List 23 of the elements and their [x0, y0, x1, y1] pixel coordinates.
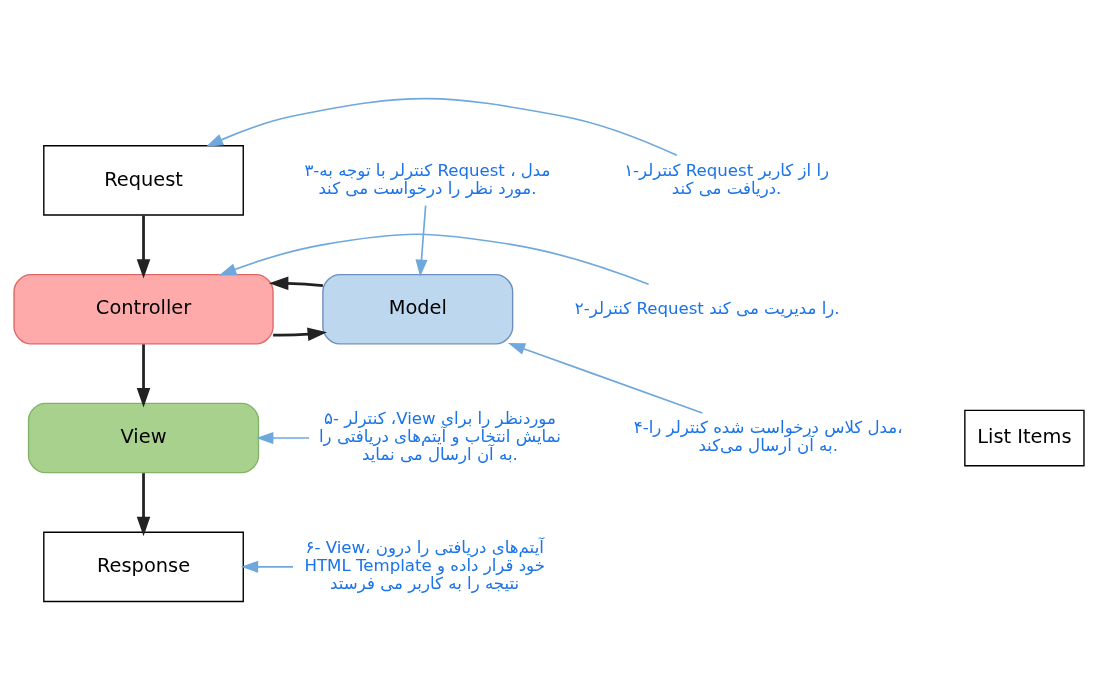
- node-box: Response: [43, 531, 244, 603]
- node-text: ۴-مدل کلاس درخواست شده کنترلر را، به آن ارسال می‌کند.: [633, 418, 903, 456]
- node-box: Model: [322, 273, 514, 345]
- node-box: View: [27, 402, 260, 474]
- arrow: [206, 97, 678, 157]
- node-text: ۶- View، آیتم‌های دریافتی را درون HTML Template خود قرار داده و نتیجه را به کاربر می فرستد: [304, 538, 545, 594]
- arrow: [268, 276, 324, 291]
- arrow: [507, 343, 704, 414]
- node-text: ۳-کنترلر با توجه به Request ، مدل مورد نظر را درخواست می کند.: [304, 160, 551, 198]
- arrow: [136, 344, 151, 408]
- node-box: Controller: [13, 273, 274, 345]
- arrow: [136, 215, 151, 279]
- node-box: Request: [43, 145, 244, 216]
- arrow: [273, 327, 328, 341]
- node-text: ۲-کنترلر Request را مدیریت می کند.: [574, 298, 840, 318]
- node-text: ۱-کنترلر Request را از کاربر دریافت می کند.: [624, 160, 830, 198]
- arrow: [256, 432, 310, 445]
- arrow: [219, 233, 650, 286]
- arrow: [136, 473, 151, 537]
- node-text: ۵- کنترلر ،View موردنظر را برای نمایش انتخاب و آیتم‌های دریافتی را به آن ارسال می نماید.: [319, 409, 561, 465]
- arrow: [240, 560, 294, 573]
- arrow: [415, 204, 428, 277]
- node-box: List Items: [964, 409, 1085, 467]
